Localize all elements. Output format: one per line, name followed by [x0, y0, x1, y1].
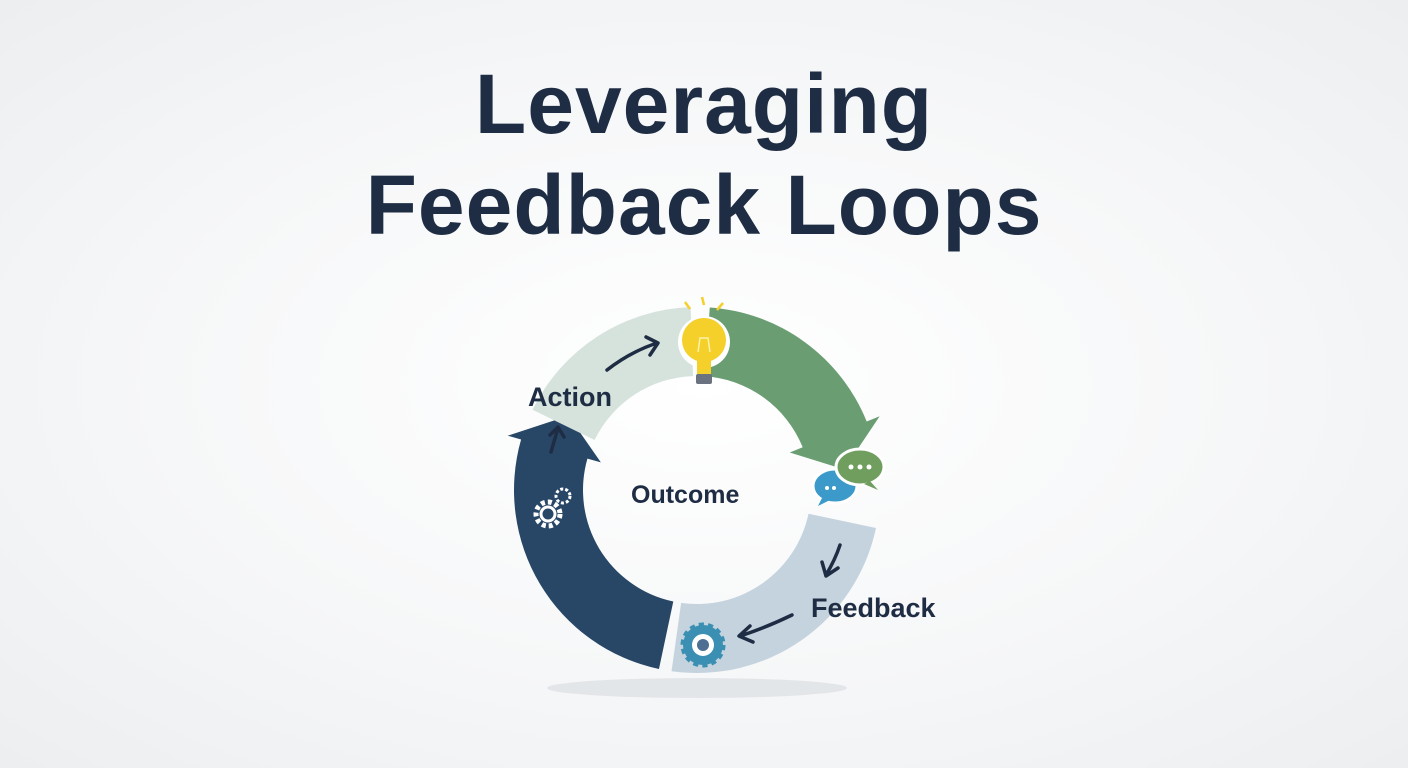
arrow-to-idea — [605, 335, 660, 372]
ring-segment-feedback — [671, 513, 877, 673]
title-line-2: Feedback Loops — [365, 158, 1043, 252]
chat-bubbles-icon — [811, 447, 886, 506]
arrow-to-process — [737, 613, 794, 644]
ring-segment-idea — [704, 307, 880, 470]
gears-icon — [533, 487, 572, 529]
ring-segment-process — [507, 415, 674, 670]
shadow — [547, 678, 847, 698]
action-label: Action — [528, 382, 612, 412]
outcome-center-label: Outcome — [631, 481, 740, 509]
ring-segment-action — [532, 307, 694, 441]
gear-icon — [680, 622, 726, 668]
arrow-up-action — [548, 425, 566, 454]
arrow-down-feedback — [820, 543, 842, 578]
feedback-label: Feedback — [811, 593, 936, 623]
title-line-1: Leveraging — [474, 57, 934, 151]
lightbulb-icon — [678, 296, 730, 384]
